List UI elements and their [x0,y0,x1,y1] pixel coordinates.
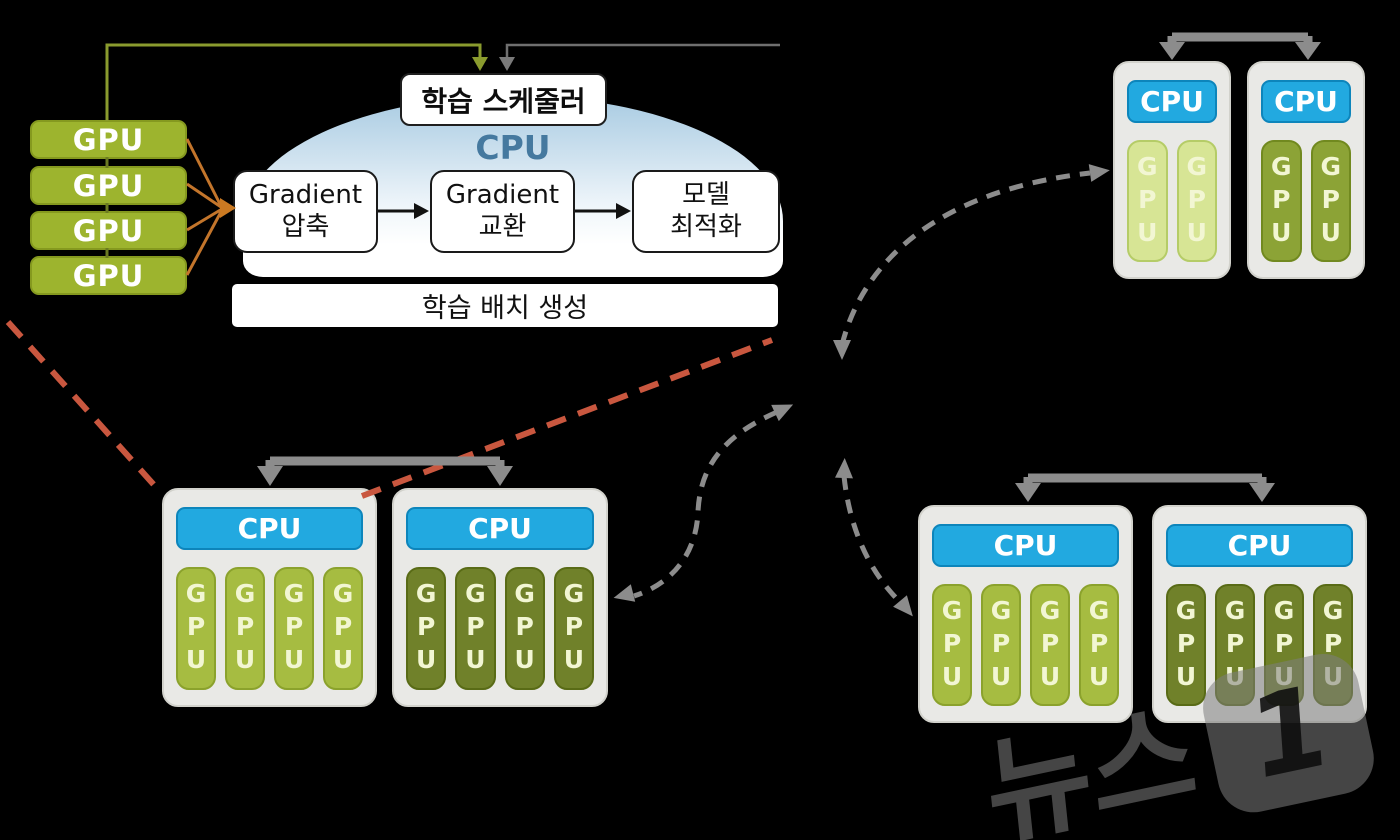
gpu-stack-box-1: GPU [30,120,187,159]
node-bottom-right-2: CPU GPU GPU GPU GPU [1152,505,1367,723]
step-line: Gradient [445,179,560,210]
gpu-bar: GPU [932,584,972,706]
step-gradient-compress-box: Gradient 압축 [233,170,378,253]
dome-cpu-label: CPU [475,128,551,167]
step-line: 최적화 [670,211,742,242]
gpu-bar: GPU [406,567,447,690]
gpu-bar: GPU [1313,584,1353,706]
cpu-chip: CPU [932,524,1119,567]
link-arrow-top-right [1159,32,1321,60]
gpu-bar: GPU [274,567,314,690]
gpu-label: GPU [72,122,145,157]
gpu-bar: GPU [225,567,265,690]
gpu-bar: GPU [1079,584,1119,706]
gpu-stack-box-3: GPU [30,211,187,250]
node-bottom-left-1: CPU GPU GPU GPU GPU [162,488,377,707]
gpu-row: GPU GPU [1261,140,1351,262]
dashed-curve-to-bottom-left [613,404,794,602]
step-line: 압축 [281,211,330,242]
step-line: 모델 [682,179,730,210]
step-line: 교환 [478,211,527,242]
gpu-bar: GPU [455,567,496,690]
gpu-label: GPU [72,213,145,248]
red-callout-dash-right [360,337,774,499]
link-arrow-bottom-right [1015,473,1275,502]
gpu-fan-lines [185,138,224,276]
dashed-curve-to-bottom-right [835,458,913,617]
cpu-label: CPU [237,512,302,545]
cpu-chip: CPU [176,507,363,550]
gpu-label: GPU [72,168,145,203]
gpu-bar: GPU [1310,140,1351,262]
cpu-label: CPU [468,512,532,545]
gpu-bar: GPU [981,584,1021,706]
dashed-curve-to-top-right [833,164,1110,360]
gpu-stack-box-2: GPU [30,166,187,205]
cpu-chip: CPU [1166,524,1353,567]
node-top-right-2: CPU GPU GPU [1247,61,1365,279]
step-gradient-exchange-box: Gradient 교환 [430,170,575,253]
node-bottom-right-1: CPU GPU GPU GPU GPU [918,505,1133,723]
node-top-right-1: CPU GPU GPU [1113,61,1231,279]
olive-arrowhead-icon [472,57,488,71]
link-arrow-bottom-left [257,456,513,486]
gpu-stack-box-4: GPU [30,256,187,295]
cpu-label: CPU [1140,85,1204,118]
cpu-label: CPU [1227,529,1292,562]
step-model-optimize-box: 모델 최적화 [632,170,780,253]
gpu-row: GPU GPU GPU GPU [406,567,594,690]
gpu-bar: GPU [176,567,216,690]
gpu-row: GPU GPU GPU GPU [1166,584,1353,706]
gpu-bar: GPU [1176,140,1217,262]
gpu-bar: GPU [1215,584,1255,706]
gray-arrowhead-icon [499,57,515,71]
cpu-chip: CPU [406,507,594,550]
gpu-bar: GPU [1261,140,1302,262]
gpu-bar: GPU [504,567,545,690]
gpu-bar: GPU [553,567,594,690]
cpu-label: CPU [1274,85,1338,118]
step-line: Gradient [248,179,363,210]
red-callout-dash-left [5,319,158,489]
gpu-row: GPU GPU GPU GPU [932,584,1119,706]
training-scheduler-box: 학습 스케줄러 [400,73,607,126]
training-batch-label: 학습 배치 생성 [421,293,589,324]
cpu-chip: CPU [1127,80,1217,123]
gpu-label: GPU [72,258,145,293]
gpu-row: GPU GPU GPU GPU [176,567,363,690]
gray-feedback-line [505,43,780,58]
gpu-row: GPU GPU [1127,140,1217,262]
node-bottom-left-2: CPU GPU GPU GPU GPU [392,488,608,707]
gpu-bar: GPU [1127,140,1168,262]
cpu-chip: CPU [1261,80,1351,123]
training-batch-bar: 학습 배치 생성 [232,284,778,327]
gpu-bar: GPU [323,567,363,690]
gpu-bar: GPU [1264,584,1304,706]
gpu-bar: GPU [1166,584,1206,706]
gpu-bar: GPU [1030,584,1070,706]
cpu-label: CPU [993,529,1058,562]
training-scheduler-label: 학습 스케줄러 [421,84,586,118]
